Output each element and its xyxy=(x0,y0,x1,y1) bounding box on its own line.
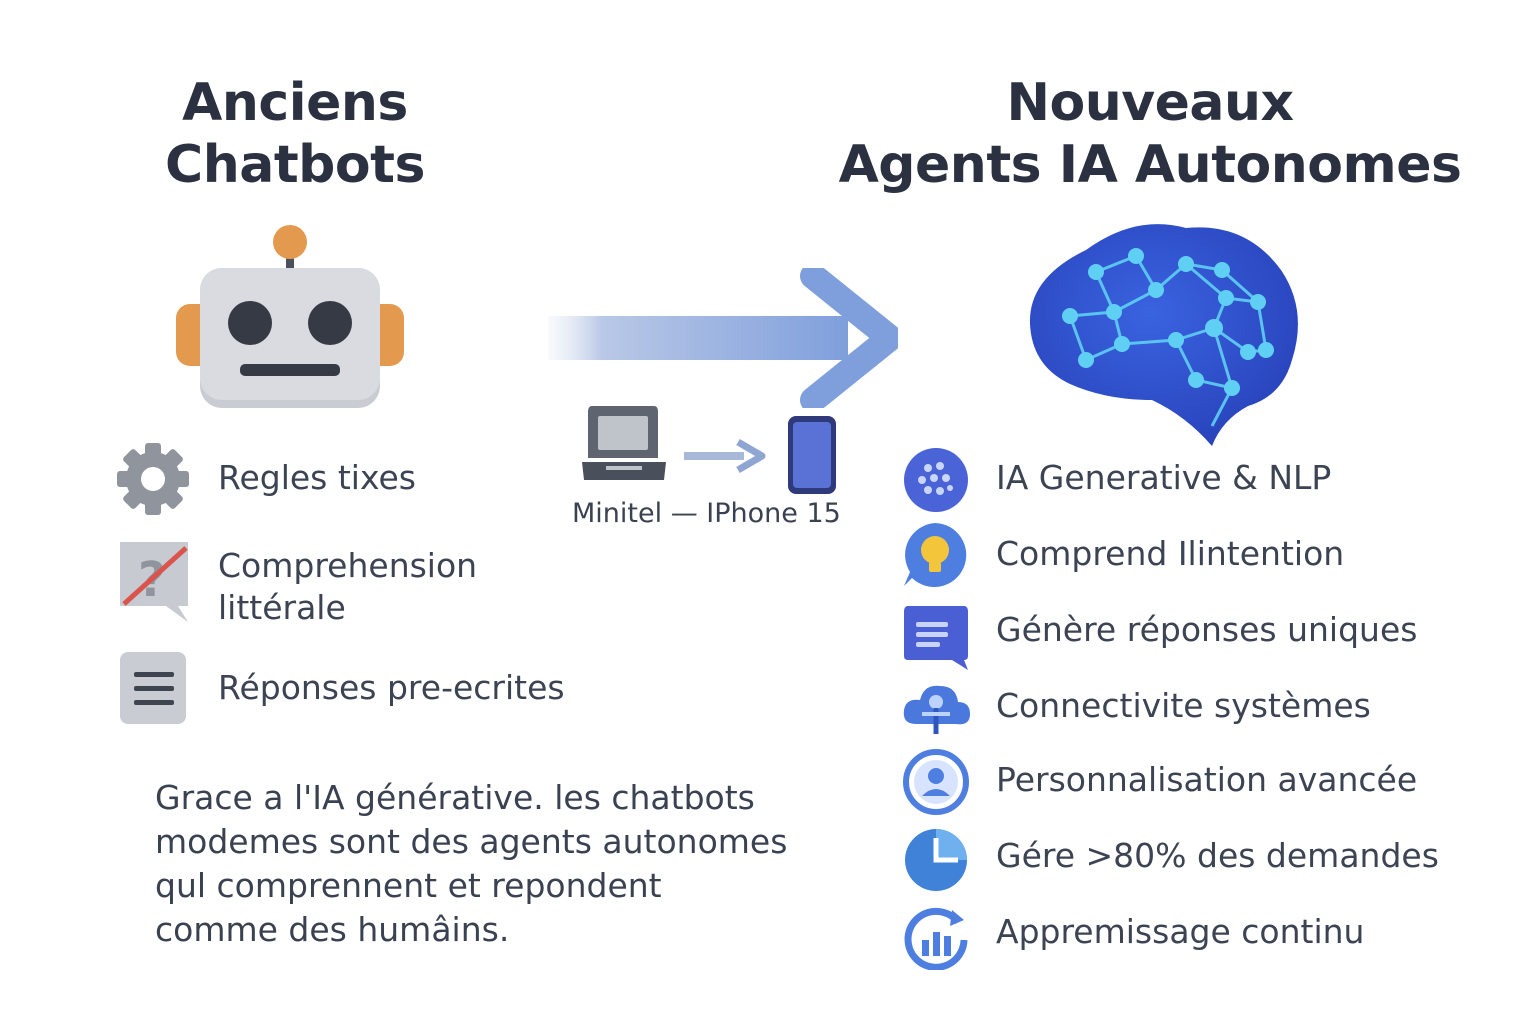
left-item-label: Réponses pre-ecrites xyxy=(218,668,565,707)
evolution-caption: Minitel — IPhone 15 xyxy=(572,498,841,529)
right-item-label: Génère réponses uniques xyxy=(996,610,1418,649)
dots-circle-icon xyxy=(902,446,970,514)
smartphone-icon xyxy=(786,414,838,500)
old-chatbots-title: Anciens Chatbots xyxy=(110,72,480,196)
learning-cycle-icon xyxy=(902,902,970,970)
right-item-label: Gére >80% des demandes xyxy=(996,836,1439,875)
paragraph-line: qul comprennent et repondent xyxy=(155,866,662,905)
left-item-label: Regles tixes xyxy=(218,458,416,497)
robot-icon xyxy=(170,220,410,424)
new-agents-title-line1: Nouveaux xyxy=(1006,73,1294,133)
right-item-label: Connectivite systèmes xyxy=(996,686,1371,725)
old-chatbots-title-line1: Anciens xyxy=(182,73,408,133)
right-item-label: Comprend Ilintention xyxy=(996,534,1345,573)
left-item-label: littérale xyxy=(218,588,346,627)
lightbulb-bubble-icon xyxy=(900,520,968,588)
right-item-label: IA Generative & NLP xyxy=(996,458,1332,497)
new-agents-title: Nouveaux Agents IA Autonomes xyxy=(820,72,1480,196)
paragraph-line: Grace a l'IA générative. les chatbots xyxy=(155,778,755,817)
minitel-icon xyxy=(578,402,670,490)
right-item-label: Personnalisation avancée xyxy=(996,760,1418,799)
document-lines-icon xyxy=(118,650,190,728)
cloud-network-icon xyxy=(900,678,970,746)
transition-arrow-icon xyxy=(548,263,903,413)
old-chatbots-title-line2: Chatbots xyxy=(165,135,425,195)
paragraph-line: comme des humâins. xyxy=(155,910,510,949)
user-circle-icon xyxy=(902,748,970,816)
pie-clock-icon xyxy=(902,826,970,894)
message-lines-icon xyxy=(902,602,970,670)
small-arrow-icon xyxy=(684,438,768,478)
summary-paragraph: Grace a l'IA générative. les chatbots mo… xyxy=(155,776,855,952)
paragraph-line: modemes sont des agents autonomes xyxy=(155,822,788,861)
right-item-label: Appremissage continu xyxy=(996,912,1365,951)
question-bubble-icon: ? xyxy=(116,538,194,628)
left-item-label: Comprehension xyxy=(218,546,478,585)
gear-icon xyxy=(114,440,192,518)
new-agents-title-line2: Agents IA Autonomes xyxy=(838,135,1462,195)
brain-network-icon xyxy=(1026,220,1302,456)
